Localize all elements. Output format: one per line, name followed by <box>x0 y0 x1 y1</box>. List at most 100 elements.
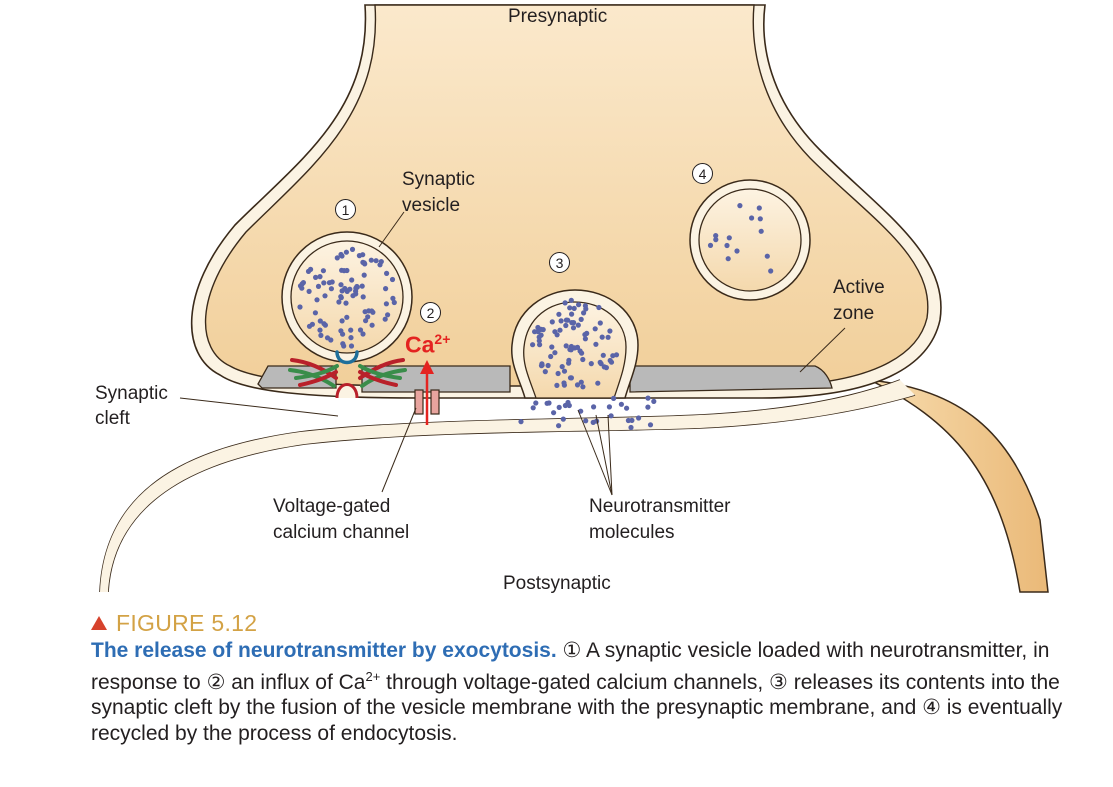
neurotransmitter-dot <box>561 380 567 386</box>
released-neurotransmitter-dot <box>629 417 635 423</box>
neurotransmitter-dot <box>768 268 774 274</box>
neurotransmitter-dot <box>360 331 366 337</box>
released-neurotransmitter-dot <box>645 404 651 410</box>
released-neurotransmitter-dot <box>562 402 569 409</box>
neurotransmitter-dot <box>328 286 334 292</box>
neurotransmitter-dot <box>306 323 313 329</box>
neurotransmitter-dot <box>536 338 542 344</box>
neurotransmitter-dot <box>557 327 563 333</box>
neurotransmitter-dot <box>344 314 350 320</box>
caption-body-2: through voltage-gated calcium channels, … <box>91 670 1063 745</box>
neurotransmitter-dot <box>537 342 543 348</box>
postsynaptic-side-shade <box>869 379 1049 593</box>
neurotransmitter-dot <box>600 352 606 358</box>
neurotransmitter-dot <box>362 261 368 267</box>
neurotransmitter-dot <box>361 272 367 278</box>
neurotransmitter-dot <box>758 228 764 234</box>
neurotransmitter-dot <box>582 303 589 309</box>
neurotransmitter-dot <box>363 318 369 324</box>
neurotransmitter-dot <box>343 249 349 255</box>
released-neurotransmitter-dot <box>611 395 617 401</box>
neurotransmitter-dot <box>324 335 331 341</box>
synaptic-cleft-label-line2: cleft <box>95 408 130 429</box>
neurotransmitter-dot <box>558 318 564 324</box>
neurotransmitter-dot <box>348 335 354 341</box>
neurotransmitter-dot <box>383 301 389 307</box>
neurotransmitter-dot <box>593 341 599 347</box>
neurotransmitter-dot <box>322 293 328 299</box>
neurotransmitter-dot <box>707 242 714 248</box>
neurotransmitter-dot <box>365 314 371 320</box>
neurotransmitter-dot <box>318 332 324 338</box>
neurotransmitter-dot <box>567 346 573 353</box>
neurotransmitter-dot <box>368 257 374 263</box>
neurotransmitter-dot <box>360 294 366 300</box>
released-neurotransmitter-dot <box>628 424 634 431</box>
released-neurotransmitter-dot <box>645 395 651 401</box>
neurotransmitter-dot <box>356 253 362 259</box>
released-neurotransmitter-dot <box>556 404 562 410</box>
neurotransmitter-dot <box>339 318 345 324</box>
neurotransmitter-dot <box>530 342 536 348</box>
calcium-ion-label: Ca2+ <box>405 331 451 358</box>
vesicle-4-lumen <box>698 188 802 292</box>
neurotransmitter-dot <box>737 203 743 209</box>
neurotransmitter-dot <box>539 361 545 367</box>
synaptic-vesicle-label-line2: vesicle <box>402 195 461 216</box>
figure-label: FIGURE 5.12 <box>91 609 1091 637</box>
neurotransmitter-dot <box>565 317 571 323</box>
vesicle-1-lumen <box>290 240 404 354</box>
neurotransmitter-dot <box>297 283 304 289</box>
neurotransmitter-dot <box>306 288 312 294</box>
neurotransmitter-dot <box>338 251 344 258</box>
neurotransmitter-dot <box>554 332 560 338</box>
neurotransmitter-dot <box>343 300 349 306</box>
neurotransmitter-dot <box>581 310 587 316</box>
neurotransmitter-dot <box>582 336 589 342</box>
neurotransmitter-dot <box>334 255 340 261</box>
neurotransmitter-dot <box>390 295 396 301</box>
neurotransmitter-dot <box>596 304 602 311</box>
neurotransmitter-dot <box>369 322 375 328</box>
active-zone-right <box>629 365 833 393</box>
neurotransmitter-dot <box>542 369 548 375</box>
step-2-marker: 2 <box>420 302 441 323</box>
neurotransmitter-dot <box>725 256 731 262</box>
calcium-channel-label-line1: Voltage-gated <box>273 496 391 517</box>
calcium-channel-label-line2: calcium channel <box>273 522 410 543</box>
neurotransmitter-dot <box>562 300 568 306</box>
synaptic-cleft-label-line1: Synaptic <box>95 383 168 404</box>
step-1-marker: 1 <box>335 199 356 220</box>
neurotransmitter-dot <box>313 274 319 280</box>
neurotransmitter-dot <box>349 277 355 283</box>
neurotransmitter-dot <box>338 282 344 288</box>
released-neurotransmitter-dot <box>606 404 613 410</box>
neurotransmitter-dot <box>576 302 582 308</box>
neurotransmitter-dot <box>597 320 603 326</box>
neurotransmitter-dot <box>321 280 327 286</box>
neurotransmitter-dot <box>545 362 551 369</box>
released-neurotransmitter-dot <box>560 416 566 422</box>
neurotransmitter-dot <box>548 353 554 360</box>
neurotransmitter-dot <box>584 330 590 336</box>
neurotransmitter-dot <box>597 359 603 365</box>
neurotransmitter-dot <box>568 297 574 303</box>
neurotransmitter-dot <box>552 350 558 356</box>
neurotransmitter-dot <box>613 352 620 358</box>
neurotransmitter-label-line2: molecules <box>589 522 675 543</box>
neurotransmitter-dot <box>297 304 303 310</box>
neurotransmitter-dot <box>391 299 397 306</box>
neurotransmitter-dot <box>605 334 611 340</box>
synapse-illustration <box>99 4 1049 593</box>
neurotransmitter-dot <box>592 326 598 332</box>
released-neurotransmitter-dot <box>546 400 552 406</box>
synapse-diagram: Presynaptic Postsynaptic Synaptic vesicl… <box>95 4 1049 594</box>
released-neurotransmitter-dot <box>636 415 642 421</box>
neurotransmitter-dots <box>297 203 774 431</box>
calcium-channel <box>414 389 440 415</box>
active-zone-middle <box>361 365 511 393</box>
neurotransmitter-dot <box>349 246 356 252</box>
released-neurotransmitter-dot <box>530 405 536 411</box>
calcium-influx-arrow <box>420 360 434 425</box>
neurotransmitter-dot <box>571 305 577 311</box>
